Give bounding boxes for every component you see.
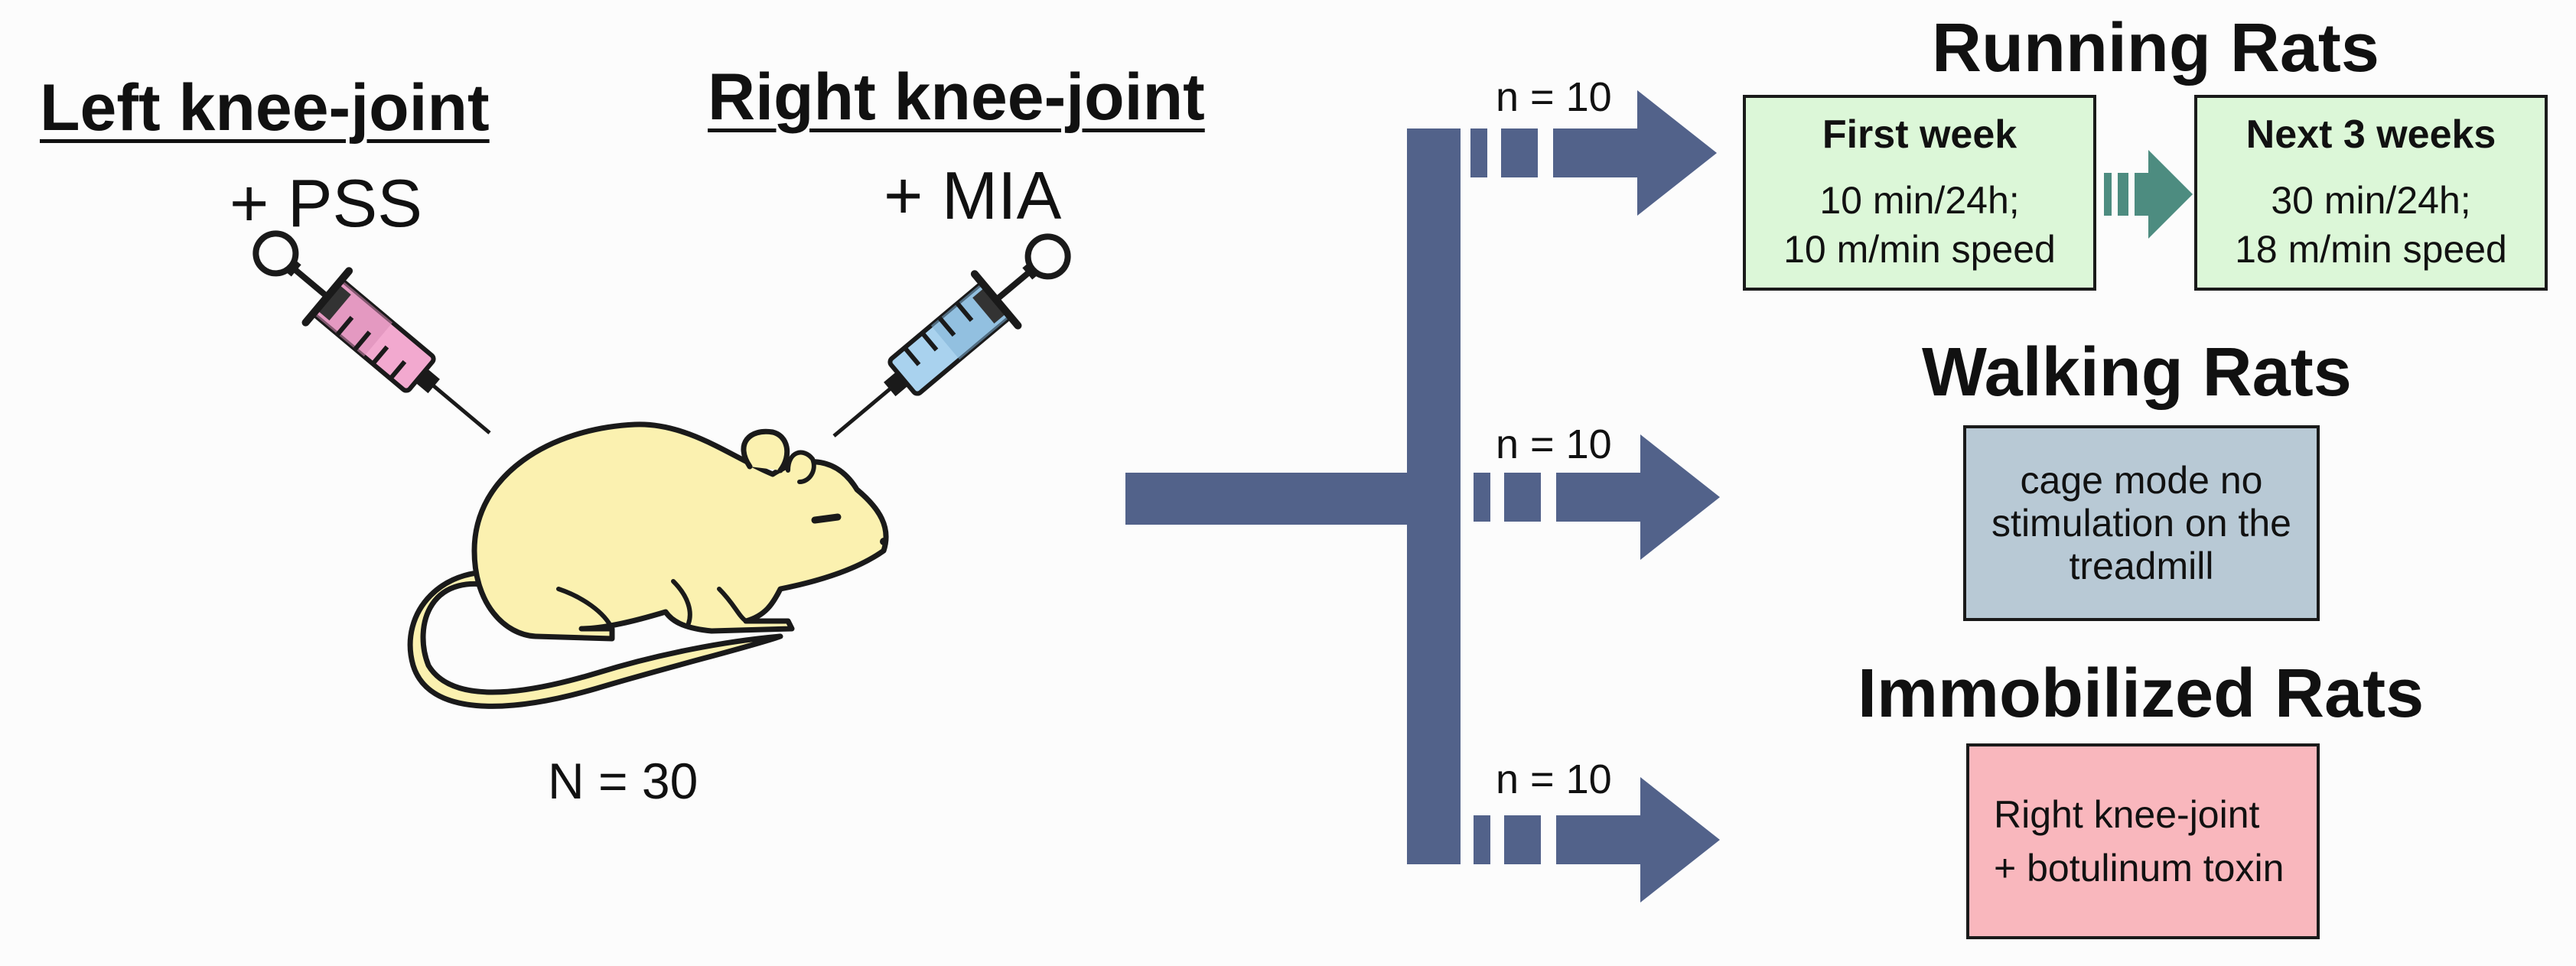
running-phase-2-line-1: 30 min/24h; — [2271, 179, 2471, 222]
group-title-immobilized: Immobilized Rats — [1858, 655, 2425, 732]
left-joint-heading: Left knee-joint — [40, 71, 490, 145]
right-joint-heading: Right knee-joint — [708, 60, 1205, 134]
running-first-week-box: First week 10 min/24h; 10 m/min speed — [1743, 95, 2096, 291]
branch-arrow-walking — [1474, 434, 1720, 560]
running-phase-1-line-2: 10 m/min speed — [1783, 228, 2056, 271]
group-count-running: n = 10 — [1496, 74, 1612, 120]
walking-line-2: stimulation on the — [1991, 502, 2291, 545]
group-count-walking: n = 10 — [1496, 421, 1612, 467]
immobilized-condition-box: Right knee-joint + botulinum toxin — [1966, 743, 2320, 939]
flow-stem — [1125, 473, 1420, 525]
left-injection-label: + PSS — [230, 165, 422, 241]
pss-syringe-icon — [252, 230, 491, 434]
walking-condition-box: cage mode no stimulation on the treadmil… — [1963, 425, 2320, 621]
group-title-walking: Walking Rats — [1922, 334, 2352, 411]
running-phase-2-line-2: 18 m/min speed — [2235, 228, 2507, 271]
branch-arrow-immobilized — [1474, 777, 1720, 903]
group-title-running: Running Rats — [1932, 10, 2379, 86]
week-transition-arrow — [2104, 150, 2193, 239]
walking-line-3: treadmill — [2069, 545, 2214, 587]
flow-trunk — [1407, 128, 1461, 864]
rat-icon — [407, 421, 889, 709]
right-injection-label: + MIA — [884, 158, 1062, 233]
running-phase-1-line-1: 10 min/24h; — [1819, 179, 2020, 222]
immobilized-line-1: Right knee-joint — [1994, 793, 2260, 836]
running-phase-2-title: Next 3 weeks — [2245, 112, 2496, 157]
running-next-weeks-box: Next 3 weeks 30 min/24h; 18 m/min speed — [2194, 95, 2548, 291]
mia-syringe-icon — [832, 233, 1071, 437]
immobilized-line-2: + botulinum toxin — [1994, 847, 2285, 890]
total-count: N = 30 — [548, 753, 699, 809]
group-count-immobilized: n = 10 — [1496, 756, 1612, 802]
branch-arrow-running — [1470, 90, 1717, 216]
walking-line-1: cage mode no — [2020, 459, 2263, 502]
running-phase-1-title: First week — [1822, 112, 2017, 157]
